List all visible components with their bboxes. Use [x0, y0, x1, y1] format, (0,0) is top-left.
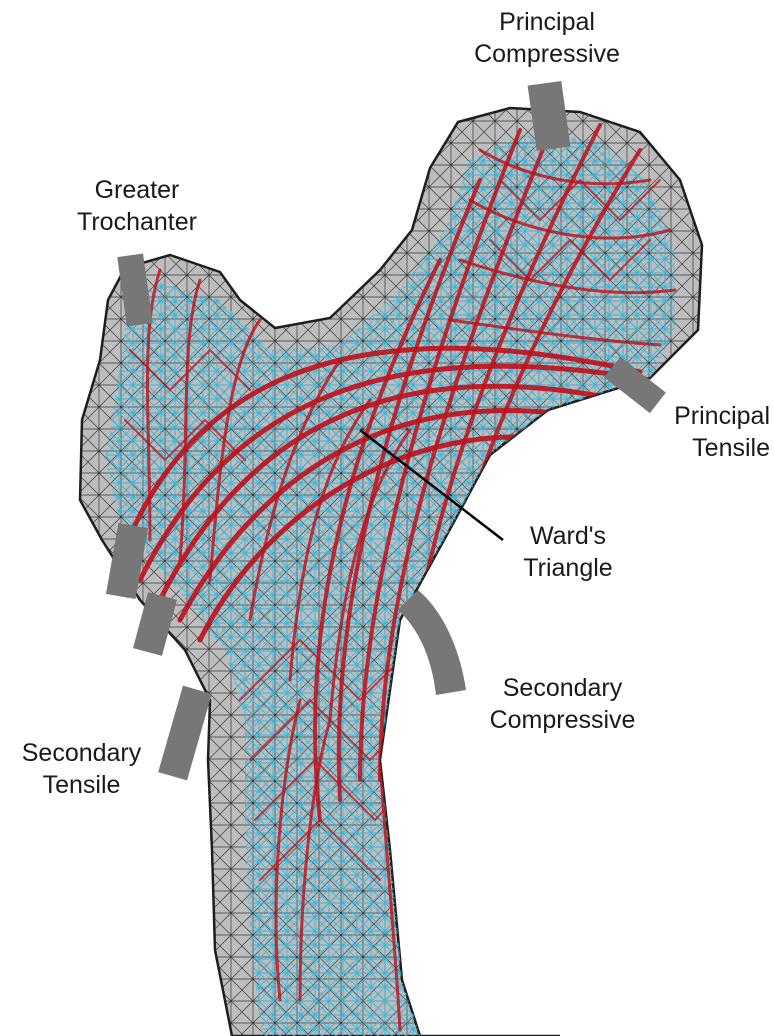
label-line: Tensile [4, 769, 159, 801]
label-principal-compressive: Principal Compressive [462, 6, 632, 70]
label-line: Principal [645, 400, 770, 432]
label-line: Greater [52, 174, 222, 206]
label-wards-triangle: Ward's Triangle [498, 520, 638, 584]
label-line: Principal [462, 6, 632, 38]
label-line: Compressive [462, 38, 632, 70]
marker-secondary-tensile-middle [133, 592, 177, 656]
label-secondary-tensile: Secondary Tensile [4, 737, 159, 801]
label-line: Ward's [498, 520, 638, 552]
label-line: Trochanter [52, 206, 222, 238]
label-line: Secondary [470, 672, 655, 704]
label-greater-trochanter: Greater Trochanter [52, 174, 222, 238]
label-line: Secondary [4, 737, 159, 769]
label-line: Compressive [470, 704, 655, 736]
marker-secondary-compressive [398, 590, 466, 695]
label-line: Tensile [645, 432, 770, 464]
label-principal-tensile: Principal Tensile [645, 400, 770, 464]
label-line: Triangle [498, 552, 638, 584]
label-secondary-compressive: Secondary Compressive [470, 672, 655, 736]
marker-secondary-tensile-lower [158, 686, 212, 781]
